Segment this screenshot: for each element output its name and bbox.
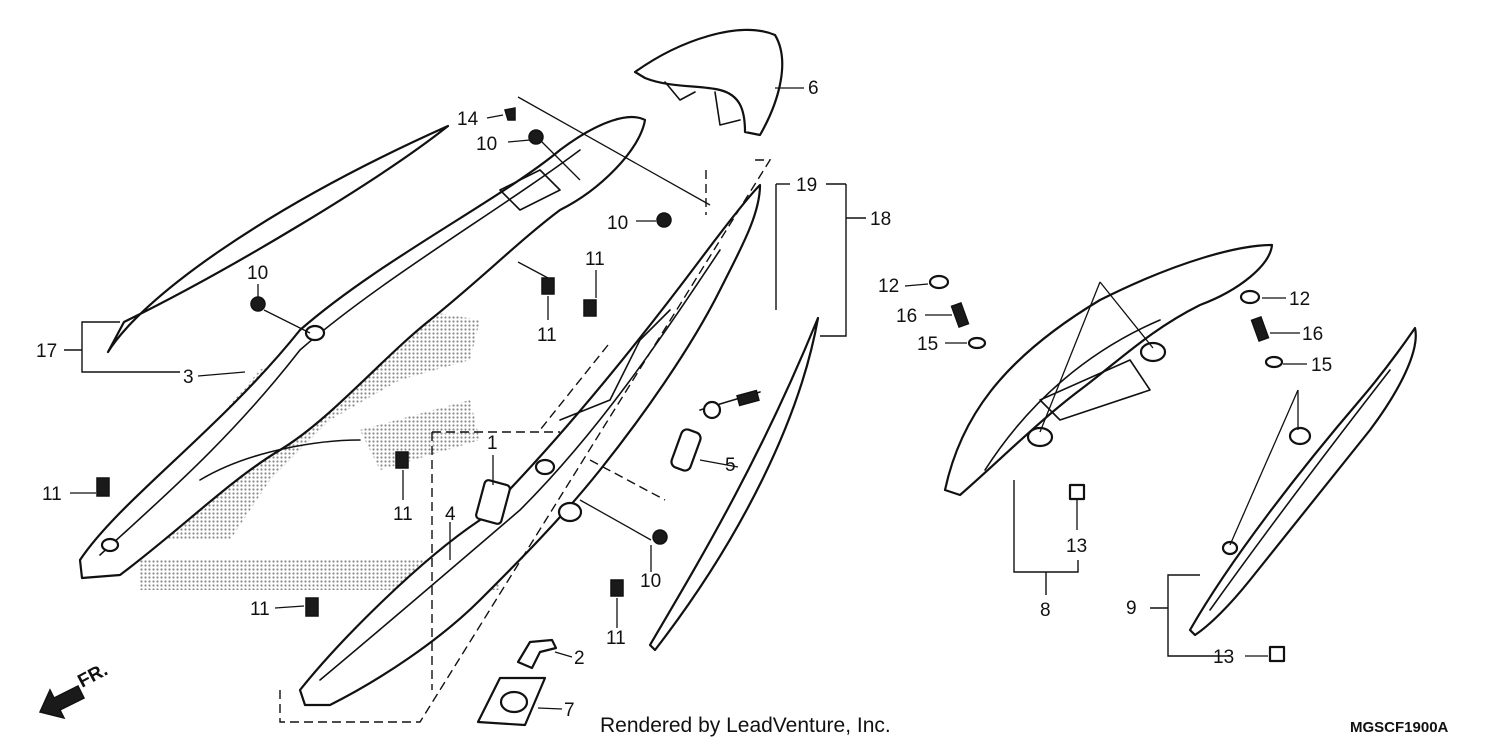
part-11-fastener-c [96, 477, 110, 497]
part-15-washer-b [1264, 355, 1284, 369]
callout-18[interactable]: 18 [870, 209, 891, 230]
callout-11-f[interactable]: 11 [606, 628, 626, 649]
leader-lines [70, 87, 1307, 710]
callout-10-a[interactable]: 10 [476, 134, 497, 155]
callout-17[interactable]: 17 [36, 341, 57, 362]
part-14-screw [504, 107, 516, 121]
callout-11-d[interactable]: 11 [393, 504, 413, 525]
rendered-by-credit: Rendered by LeadVenture, Inc. [600, 714, 891, 737]
callout-8[interactable]: 8 [1040, 600, 1051, 621]
part-16-bolt-a [950, 301, 970, 329]
callout-10-c[interactable]: 10 [247, 263, 268, 284]
callout-15-a[interactable]: 15 [917, 334, 938, 355]
part-10-bolt-a [528, 129, 544, 145]
front-direction-indicator: FR. [38, 660, 111, 720]
callout-labels: 1 2 3 4 5 6 7 8 9 10 10 10 10 11 11 11 1… [36, 78, 1332, 721]
part-10-bolt-c [250, 296, 266, 312]
part-13-nut-b [1268, 645, 1286, 663]
part-15-washer-a [967, 336, 987, 350]
part-8-tail-cover-center[interactable] [943, 243, 1274, 497]
part-1-rubber-cushion[interactable] [475, 479, 511, 525]
group-brackets [64, 183, 1230, 657]
callout-7[interactable]: 7 [564, 700, 575, 721]
callout-16-b[interactable]: 16 [1302, 324, 1323, 345]
callout-12-b[interactable]: 12 [1289, 289, 1310, 310]
callout-4[interactable]: 4 [445, 504, 456, 525]
part-2-clip[interactable] [516, 638, 558, 670]
callout-11-e[interactable]: 11 [250, 599, 270, 620]
callout-11-b[interactable]: 11 [537, 325, 557, 346]
hardware-bolts [96, 107, 1286, 663]
part-10-bolt-d [652, 529, 668, 545]
part-7-plate[interactable] [476, 676, 547, 727]
part-9-tail-cover-right[interactable] [1188, 326, 1417, 637]
callout-19[interactable]: 19 [796, 175, 817, 196]
callout-3[interactable]: 3 [183, 367, 194, 388]
callout-2[interactable]: 2 [574, 648, 585, 669]
part-17-decal[interactable] [106, 124, 450, 354]
callout-11-a[interactable]: 11 [585, 249, 605, 270]
part-11-fastener-e [305, 597, 319, 617]
callout-14[interactable]: 14 [457, 109, 479, 130]
callout-12-a[interactable]: 12 [878, 276, 899, 297]
callout-5[interactable]: 5 [725, 455, 736, 476]
part-3-side-cover-left[interactable] [78, 116, 647, 580]
part-6-rear-cowl[interactable] [633, 28, 784, 137]
part-11-fastener-f [610, 579, 624, 597]
part-11-fastener-a [541, 277, 555, 295]
part-18-stripe-decal[interactable] [648, 316, 820, 652]
callout-10-b[interactable]: 10 [607, 213, 628, 234]
part-12-grommet-b [1239, 289, 1261, 305]
callout-11-c[interactable]: 11 [42, 484, 62, 505]
callout-16-a[interactable]: 16 [896, 306, 917, 327]
diagram-code: MGSCF1900A [1350, 719, 1449, 736]
part-13-nut-a [1068, 483, 1086, 501]
callout-1[interactable]: 1 [487, 433, 498, 454]
part-11-fastener-b [583, 299, 597, 317]
part-10-bolt-b [656, 212, 672, 228]
callout-10-d[interactable]: 10 [640, 571, 661, 592]
front-direction-label: FR. [74, 660, 111, 693]
callout-15-b[interactable]: 15 [1311, 355, 1332, 376]
part-16-bolt-b [1250, 315, 1270, 343]
part-5-seat-lock[interactable] [670, 389, 761, 473]
assembly-group-outlines [279, 159, 772, 723]
callout-13-b[interactable]: 13 [1213, 647, 1234, 668]
part-12-grommet-a [928, 274, 950, 290]
part-11-fastener-d [395, 451, 409, 469]
callout-9[interactable]: 9 [1126, 598, 1137, 619]
callout-6[interactable]: 6 [808, 78, 819, 99]
callout-13-a[interactable]: 13 [1066, 536, 1087, 557]
front-arrow-icon [38, 684, 86, 720]
